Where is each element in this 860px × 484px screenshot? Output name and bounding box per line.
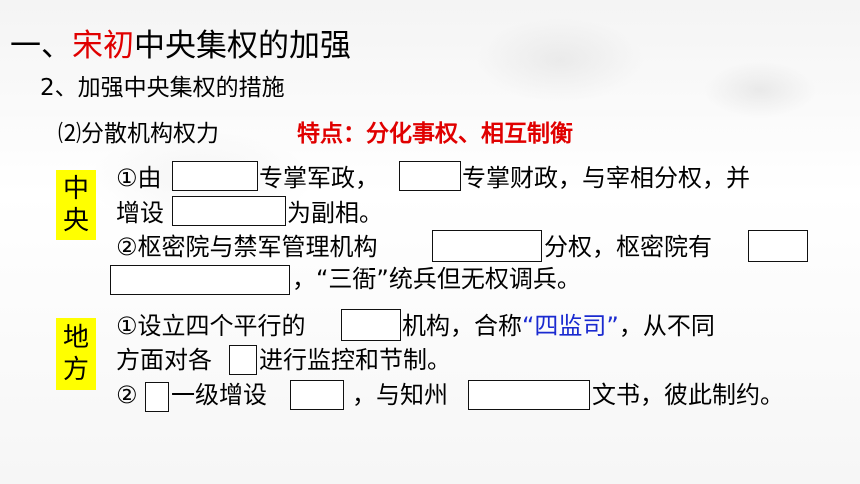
central-tag: 中 央 (56, 170, 96, 240)
blank-box[interactable] (468, 380, 590, 410)
local-line-1: ①设立四个平行的 (116, 312, 306, 340)
local-line-2-b: 进行监控和节制。 (259, 346, 451, 374)
central-line-2-b: 为副相。 (287, 199, 383, 227)
blank-box[interactable] (748, 230, 808, 262)
blank-box[interactable] (229, 345, 257, 375)
blank-box[interactable] (290, 380, 344, 410)
local-tag: 地 方 (56, 318, 96, 390)
central-line-3: ②枢密院与禁军管理机构 (116, 233, 378, 261)
blank-box[interactable] (172, 196, 286, 226)
local-line-1-b: 机构，合称“四监司”，从不同 (402, 312, 715, 340)
central-line-2: 增设 (116, 199, 164, 227)
blank-box[interactable] (172, 161, 258, 191)
local-line-3: ② (116, 381, 138, 409)
central-line-1: ①由 (116, 164, 162, 192)
page-title: 一、宋初中央集权的加强 (10, 28, 351, 64)
central-line-1-c: 专掌财政，与宰相分权，并 (462, 164, 750, 192)
blank-box[interactable] (399, 161, 461, 191)
central-line-4: ，“三衙”统兵但无权调兵。 (292, 265, 581, 293)
local-line-3-c: ，与知州 (352, 381, 448, 409)
section-heading: ⑵分散机构权力 (58, 121, 219, 147)
blank-box[interactable] (145, 382, 169, 412)
local-line-2: 方面对各 (116, 346, 212, 374)
blank-box[interactable] (432, 230, 542, 262)
central-line-3-b: 分权，枢密院有 (544, 233, 712, 261)
local-line-3-b: 一级增设 (171, 381, 267, 409)
subtitle: 2、加强中央集权的措施 (40, 75, 285, 101)
local-line-3-d: 文书，彼此制约。 (592, 381, 784, 409)
blank-box[interactable] (341, 309, 401, 341)
feature-text: 特点：分化事权、相互制衡 (297, 121, 573, 147)
central-line-1-b: 专掌军政， (259, 164, 379, 192)
blank-box[interactable] (110, 265, 290, 295)
